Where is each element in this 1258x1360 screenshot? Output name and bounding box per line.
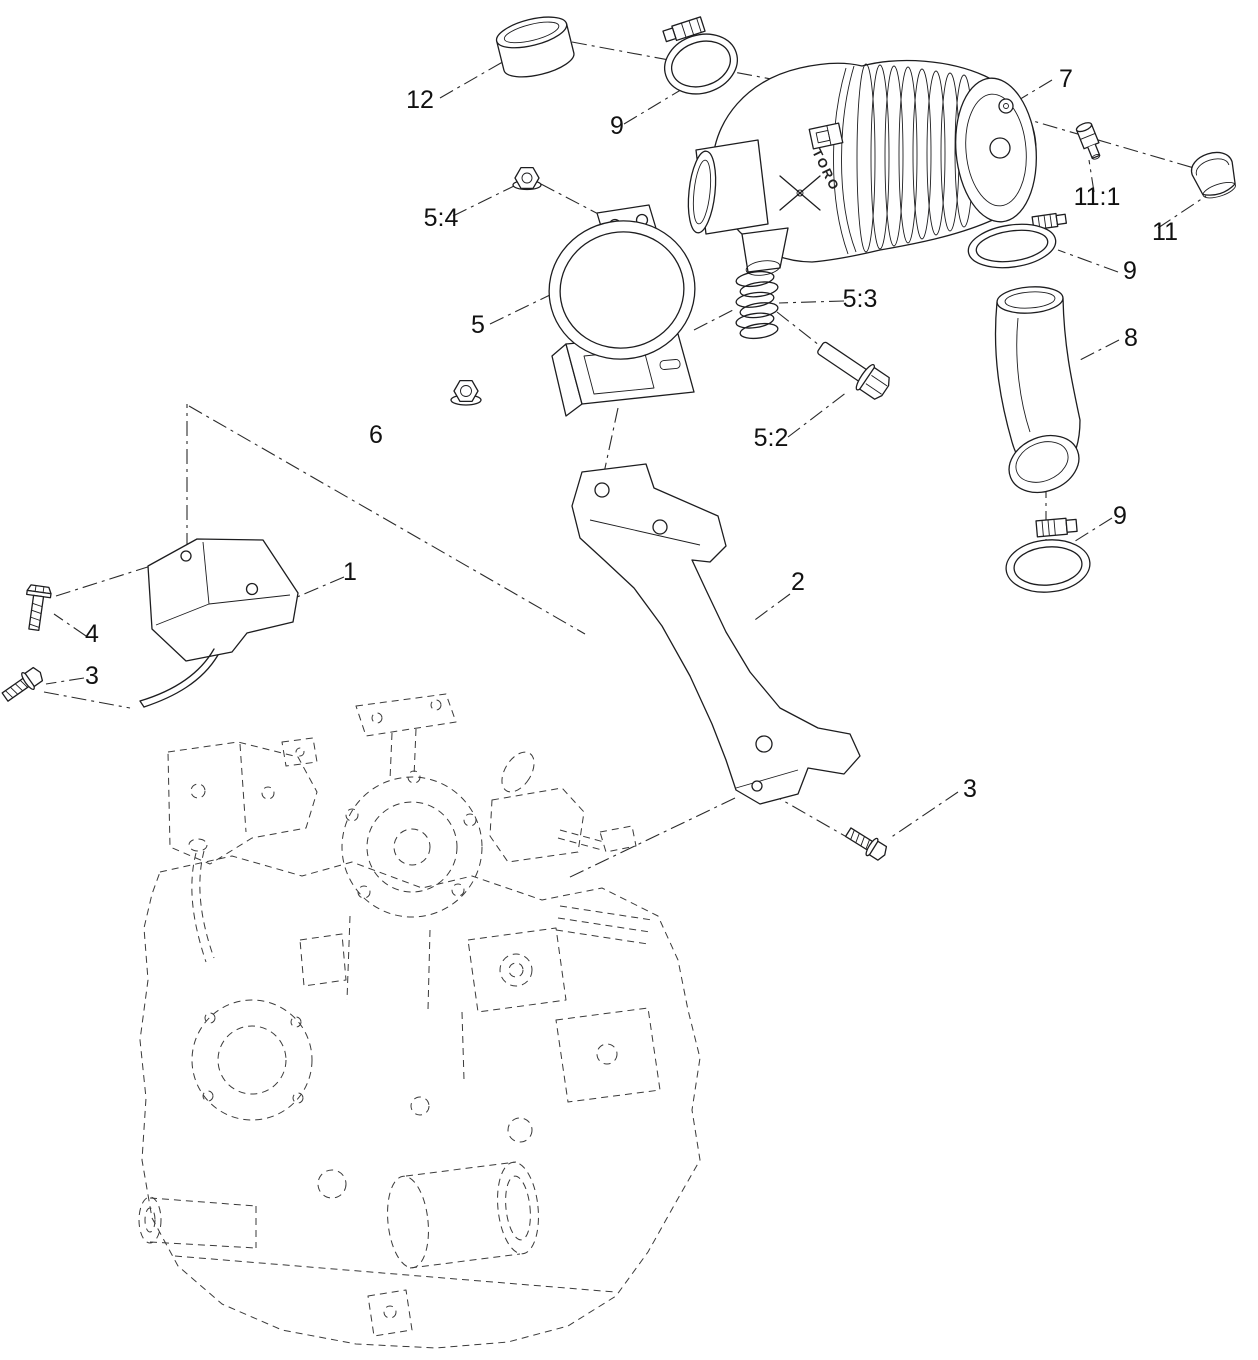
cover-latch	[808, 122, 844, 150]
engine-ghost	[138, 693, 701, 1349]
fuel-pump-dome	[341, 776, 483, 918]
callout-5-2: 5:2	[754, 424, 789, 452]
callout-11: 11	[1152, 218, 1178, 246]
part-hose-clamp-lower	[1005, 517, 1091, 593]
callout-labels: 12 9 7 5:4 11:1 11 5 5:3 9 8 6 5:2 9 1 4…	[85, 65, 1178, 803]
part-rubber-cap	[1190, 151, 1236, 199]
part-shoulder-bolt	[817, 341, 890, 400]
callout-9-top: 9	[610, 112, 624, 140]
part-hex-bolt	[26, 584, 52, 632]
inlet-snorkel	[687, 139, 789, 276]
clamp-band-inner	[559, 231, 685, 349]
callout-2: 2	[791, 568, 805, 596]
part-small-flange-nut	[512, 166, 542, 191]
callout-5-3: 5:3	[843, 285, 878, 313]
engine-block-outline	[139, 855, 701, 1349]
part-support-bracket	[571, 463, 861, 805]
part-hose-clamp-upper-right	[967, 212, 1068, 269]
clamp-screw-head	[1055, 213, 1068, 226]
mounting-hole	[755, 735, 773, 753]
part-elbow-hose	[994, 286, 1081, 494]
part-hose-clamp-top	[662, 16, 738, 95]
mounting-hole	[652, 519, 668, 535]
muffler	[387, 1175, 429, 1269]
callout-8: 8	[1124, 324, 1138, 352]
mounting-hole	[594, 482, 610, 498]
clamp-screw-head	[1065, 518, 1078, 533]
part-spring	[735, 270, 779, 340]
callout-9-right: 9	[1123, 257, 1137, 285]
callout-6: 6	[369, 421, 383, 449]
callout-5-4: 5:4	[424, 204, 459, 232]
output-shaft	[138, 1196, 162, 1244]
part-inlet-sleeve	[495, 16, 575, 78]
part-mount-bracket-left	[139, 538, 299, 708]
callout-3-left: 3	[85, 662, 99, 690]
callout-12: 12	[406, 86, 434, 114]
callout-5: 5	[471, 311, 485, 339]
callout-7: 7	[1059, 65, 1073, 93]
mounting-hole	[751, 780, 763, 792]
callout-9-bottom: 9	[1113, 502, 1127, 530]
callout-11-1: 11:1	[1074, 183, 1121, 211]
cover-bolt	[998, 98, 1014, 114]
callout-4: 4	[85, 620, 99, 648]
cover-x-mark	[779, 175, 821, 211]
mounting-hole	[180, 550, 192, 562]
part-clamp-bracket-assembly	[548, 204, 696, 417]
hose-mouth	[1008, 434, 1080, 494]
callout-3-right: 3	[963, 775, 977, 803]
clamp-screw-head	[662, 27, 677, 43]
callout-1: 1	[343, 558, 357, 586]
part-air-cleaner-assembly: TORO	[687, 59, 1037, 276]
part-flange-bolt-left	[1, 666, 44, 702]
part-flange-nut	[450, 379, 482, 406]
part-fitting	[1075, 122, 1101, 160]
mounting-hole	[245, 582, 259, 596]
part-flange-bolt-right	[844, 827, 888, 861]
